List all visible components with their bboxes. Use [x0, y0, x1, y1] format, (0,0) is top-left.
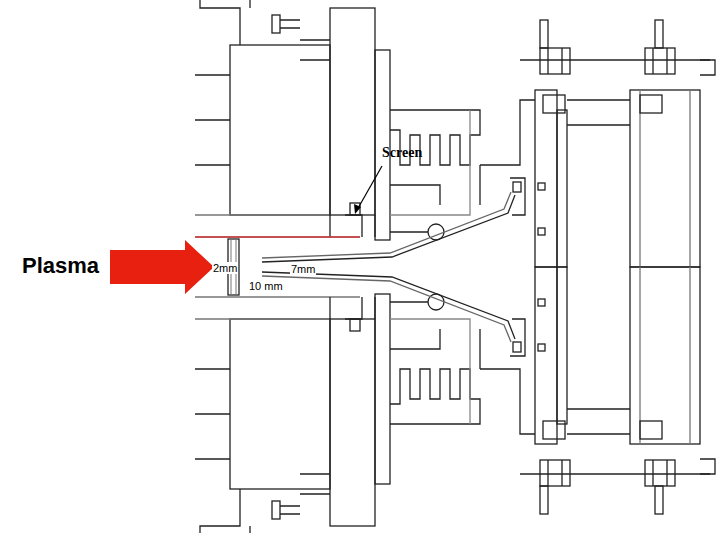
lower-half	[195, 267, 715, 533]
plasma-arrow	[110, 240, 214, 294]
plasma-label: Plasma	[22, 254, 99, 278]
leader-head	[354, 204, 361, 214]
dimension-label: 7mm	[290, 263, 316, 275]
upper-half	[195, 0, 715, 267]
leader-line	[357, 166, 382, 210]
dimension-label: 10 mm	[248, 280, 284, 292]
dimension-label: 2mm	[212, 262, 238, 274]
bore-line	[195, 236, 360, 238]
part-label: Screen	[382, 145, 422, 160]
